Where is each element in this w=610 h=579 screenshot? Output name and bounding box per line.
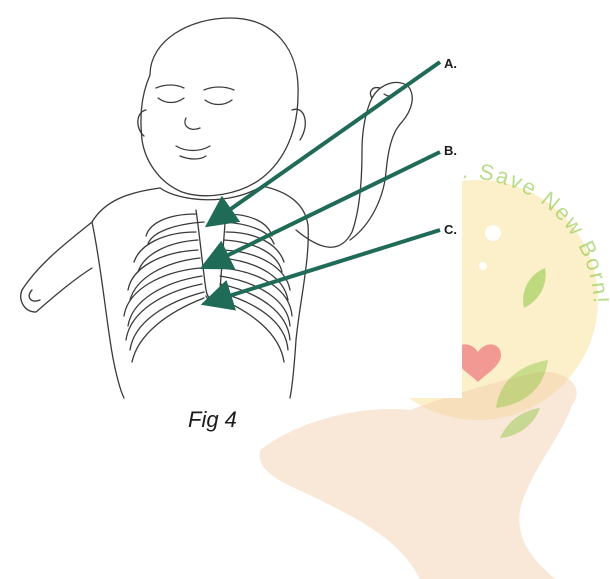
- arrow-c: [216, 230, 440, 300]
- callout-c: C.: [444, 222, 457, 237]
- arrow-b: [214, 152, 440, 262]
- callout-a: A.: [444, 56, 457, 71]
- figure-caption: Fig 4: [188, 407, 237, 433]
- arrow-a: [218, 62, 440, 218]
- callout-b: B.: [444, 143, 457, 158]
